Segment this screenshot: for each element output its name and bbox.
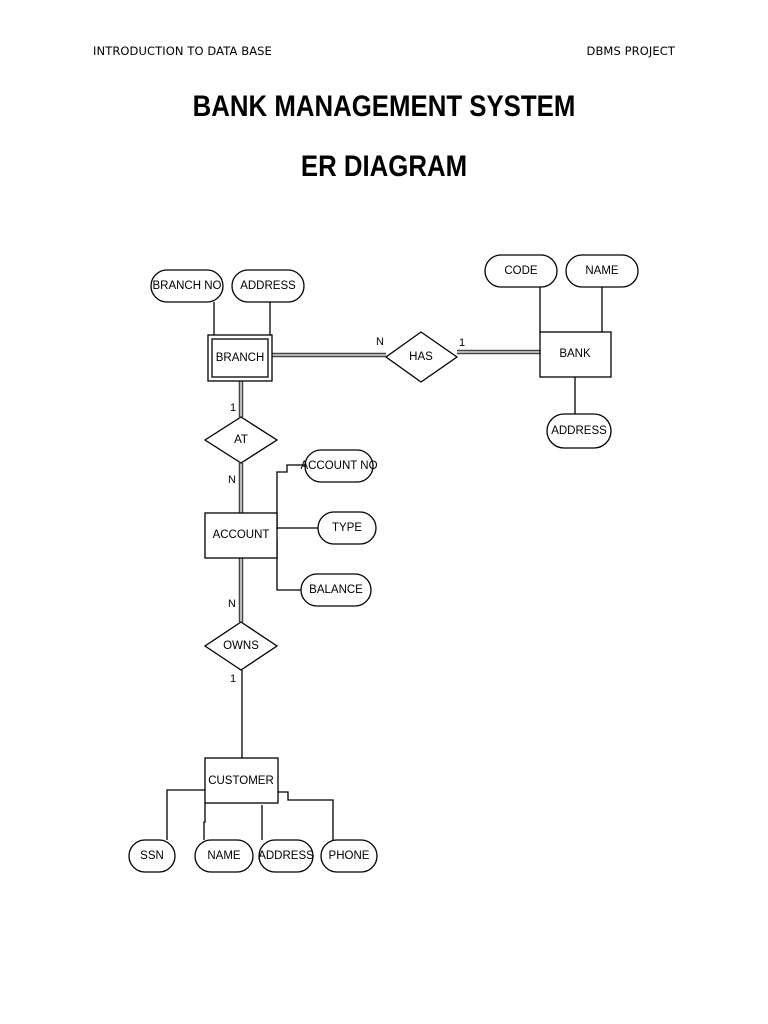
attribute-customer-address: [258, 839, 314, 873]
connector-account-balance: [276, 540, 301, 591]
entity-branch: [207, 334, 273, 382]
attribute-account-balance: [300, 573, 372, 607]
attribute-account-type-label: TYPE: [332, 522, 362, 534]
entity-bank: [539, 331, 612, 378]
entities: BRANCH BANK ACCOUNT CUSTOMER: [204, 331, 612, 804]
connector-account-no: [276, 464, 305, 530]
cardinality-branch-at: 1: [230, 402, 236, 414]
attribute-customer-ssn-label: SSN: [140, 850, 164, 862]
attributes: BRANCH NO ADDRESS CODE NAME ADDRESS ACCO…: [128, 254, 639, 873]
attribute-customer-name-label: NAME: [207, 850, 241, 862]
attribute-customer-address-label: ADDRESS: [258, 850, 314, 862]
total-participation-lines: [238, 349, 540, 622]
relationship-has: [384, 331, 459, 383]
entity-customer: [204, 757, 279, 804]
connector-customer-ssn: [166, 789, 205, 840]
attribute-bank-name: [565, 254, 639, 288]
relationship-at-label: AT: [234, 434, 248, 446]
connector-customer-phone: [278, 791, 334, 840]
attribute-branch-no: [150, 269, 224, 303]
attribute-account-type: [317, 511, 377, 545]
entity-account: [204, 512, 278, 559]
relationship-owns-label: OWNS: [223, 640, 259, 652]
attribute-account-no: [304, 449, 374, 483]
cardinality-branch-has: N: [376, 336, 384, 348]
cardinalities: N 1 1 N N 1: [228, 336, 465, 685]
attribute-bank-address: [546, 413, 612, 449]
entity-branch-label: BRANCH: [216, 352, 265, 364]
cardinality-account-owns: N: [228, 598, 236, 610]
attribute-bank-address-label: ADDRESS: [551, 425, 607, 437]
attribute-branch-address-label: ADDRESS: [240, 280, 296, 292]
attribute-customer-ssn: [128, 839, 176, 873]
attribute-branch-no-label: BRANCH NO: [152, 280, 221, 292]
connector-customer-name: [203, 803, 206, 840]
page-title: BANK MANAGEMENT SYSTEM: [192, 90, 576, 123]
page-subtitle: ER DIAGRAM: [300, 150, 468, 183]
attribute-bank-code-label: CODE: [504, 265, 538, 277]
cardinality-account-at: N: [228, 474, 236, 486]
cardinality-customer-owns: 1: [230, 673, 236, 685]
header-left: INTRODUCTION TO DATA BASE: [93, 44, 272, 58]
header-right: DBMS PROJECT: [586, 44, 675, 58]
attribute-account-balance-label: BALANCE: [309, 584, 363, 596]
attribute-branch-address: [231, 269, 305, 303]
entity-account-label: ACCOUNT: [213, 529, 270, 541]
relationship-owns: [203, 621, 279, 671]
relationship-has-label: HAS: [409, 351, 433, 363]
attribute-account-no-label: ACCOUNT NO: [300, 460, 377, 472]
attribute-bank-name-label: NAME: [585, 265, 619, 277]
relationships: HAS AT OWNS: [203, 331, 459, 671]
attribute-customer-phone-label: PHONE: [329, 850, 370, 862]
entity-customer-label: CUSTOMER: [208, 775, 274, 787]
relationship-at: [203, 416, 279, 464]
cardinality-bank-has: 1: [459, 337, 465, 349]
attribute-bank-code: [484, 254, 558, 288]
entity-bank-label: BANK: [559, 348, 591, 360]
attribute-customer-phone: [320, 839, 378, 873]
attribute-customer-name: [194, 839, 254, 873]
entity-branch-inner-border: [211, 338, 269, 378]
